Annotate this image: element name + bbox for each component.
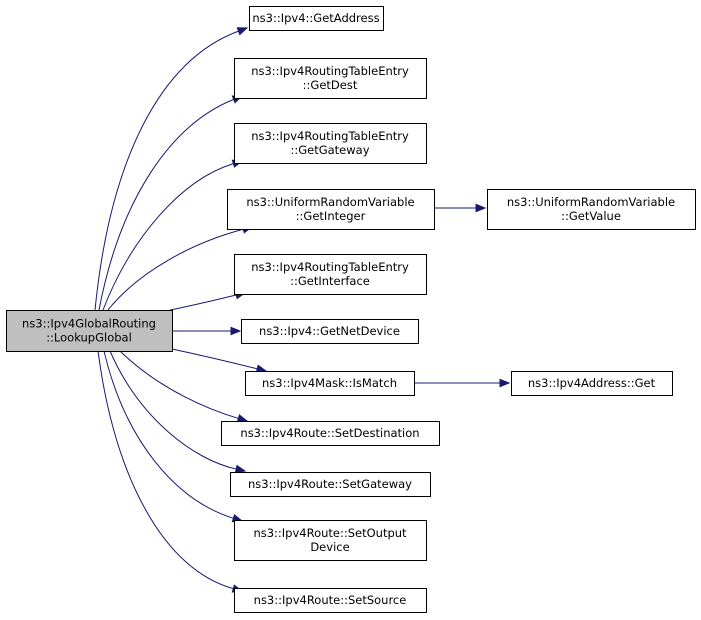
node-label-line: ::LookupGlobal (46, 331, 132, 345)
node-ipv4-getnetdevice[interactable]: ns3::Ipv4::GetNetDevice (241, 319, 419, 344)
node-root[interactable]: ns3::Ipv4GlobalRouting::LookupGlobal (6, 310, 173, 352)
edge-root-to-route-setsource (97, 350, 234, 590)
node-route-setgateway[interactable]: ns3::Ipv4Route::SetGateway (230, 472, 431, 497)
node-label-line: ns3::Ipv4RoutingTableEntry (251, 64, 409, 78)
arrowhead-ipv4address-get (499, 378, 511, 388)
node-label-line: ns3::Ipv4RoutingTableEntry (251, 260, 409, 274)
edge-root-to-route-setdestination (119, 350, 239, 419)
node-box (6, 310, 173, 352)
edge-root-to-urv-getinteger (107, 228, 244, 311)
node-label-line: ::GetDest (303, 78, 358, 92)
edge-root-to-route-setoutputdevice (103, 350, 234, 519)
call-edges (94, 27, 511, 593)
node-label-line: ::GetInterface (290, 274, 370, 288)
node-label-line: ns3::UniformRandomVariable (507, 195, 675, 209)
node-route-setdestination[interactable]: ns3::Ipv4Route::SetDestination (221, 421, 440, 446)
node-urv-getvalue[interactable]: ns3::UniformRandomVariable::GetValue (487, 189, 696, 230)
node-label-line: ::GetValue (561, 209, 621, 223)
node-route-setsource[interactable]: ns3::Ipv4Route::SetSource (234, 588, 427, 613)
node-box (245, 371, 415, 396)
node-box (234, 123, 427, 164)
node-box (241, 319, 419, 344)
edge-root-to-route-setgateway (109, 350, 237, 470)
node-box (487, 189, 696, 230)
node-label-line: ns3::Ipv4Mask::IsMatch (262, 376, 397, 390)
node-label-line: ns3::Ipv4Route::SetGateway (248, 477, 412, 491)
node-rte-getgateway[interactable]: ns3::Ipv4RoutingTableEntry::GetGateway (234, 123, 427, 164)
node-ipv4-getaddress[interactable]: ns3::Ipv4::GetAddress (249, 6, 384, 31)
edge-root-to-ipv4mask-ismatch (171, 348, 258, 370)
arrowhead-ipv4-getaddress (236, 27, 249, 36)
node-box (234, 58, 427, 99)
node-box (511, 371, 673, 396)
node-ipv4mask-ismatch[interactable]: ns3::Ipv4Mask::IsMatch (245, 371, 415, 396)
node-rte-getinterface[interactable]: ns3::Ipv4RoutingTableEntry::GetInterface (234, 254, 427, 295)
node-label-line: ::GetGateway (290, 143, 369, 157)
node-label-line: ns3::Ipv4GlobalRouting (22, 317, 156, 331)
node-label-line: ns3::Ipv4RoutingTableEntry (251, 129, 409, 143)
node-label-line: ns3::Ipv4::GetAddress (252, 11, 379, 25)
node-label-line: ns3::Ipv4Address::Get (528, 376, 656, 390)
node-rte-getdest[interactable]: ns3::Ipv4RoutingTableEntry::GetDest (234, 58, 427, 99)
edge-root-to-rte-getgateway (102, 163, 234, 311)
node-box (221, 421, 440, 446)
edge-root-to-ipv4-getaddress (94, 30, 239, 311)
node-label-line: ns3::Ipv4::GetNetDevice (259, 324, 400, 338)
edge-root-to-rte-getdest (98, 98, 234, 311)
node-label-line: ns3::UniformRandomVariable (246, 195, 414, 209)
node-ipv4address-get[interactable]: ns3::Ipv4Address::Get (511, 371, 673, 396)
node-label-line: ns3::Ipv4Route::SetDestination (240, 426, 419, 440)
edge-root-to-rte-getinterface (169, 294, 237, 311)
node-box (234, 254, 427, 295)
node-label-line: ns3::Ipv4Route::SetSource (254, 593, 407, 607)
node-label-line: ::GetInteger (296, 209, 366, 223)
arrowhead-urv-getvalue (475, 203, 487, 213)
call-nodes: ns3::Ipv4GlobalRouting::LookupGlobalns3:… (6, 6, 696, 613)
node-urv-getinteger[interactable]: ns3::UniformRandomVariable::GetInteger (227, 189, 435, 230)
node-box (249, 6, 384, 31)
node-box (230, 472, 431, 497)
node-box (234, 520, 427, 561)
node-box (234, 588, 427, 613)
node-box (227, 189, 435, 230)
node-label-line: ns3::Ipv4Route::SetOutput (253, 526, 407, 540)
arrowhead-ipv4-getnetdevice (230, 326, 242, 336)
node-label-line: Device (310, 540, 349, 554)
arrowhead-route-setgateway (234, 464, 247, 474)
arrowhead-route-setdestination (236, 414, 249, 423)
